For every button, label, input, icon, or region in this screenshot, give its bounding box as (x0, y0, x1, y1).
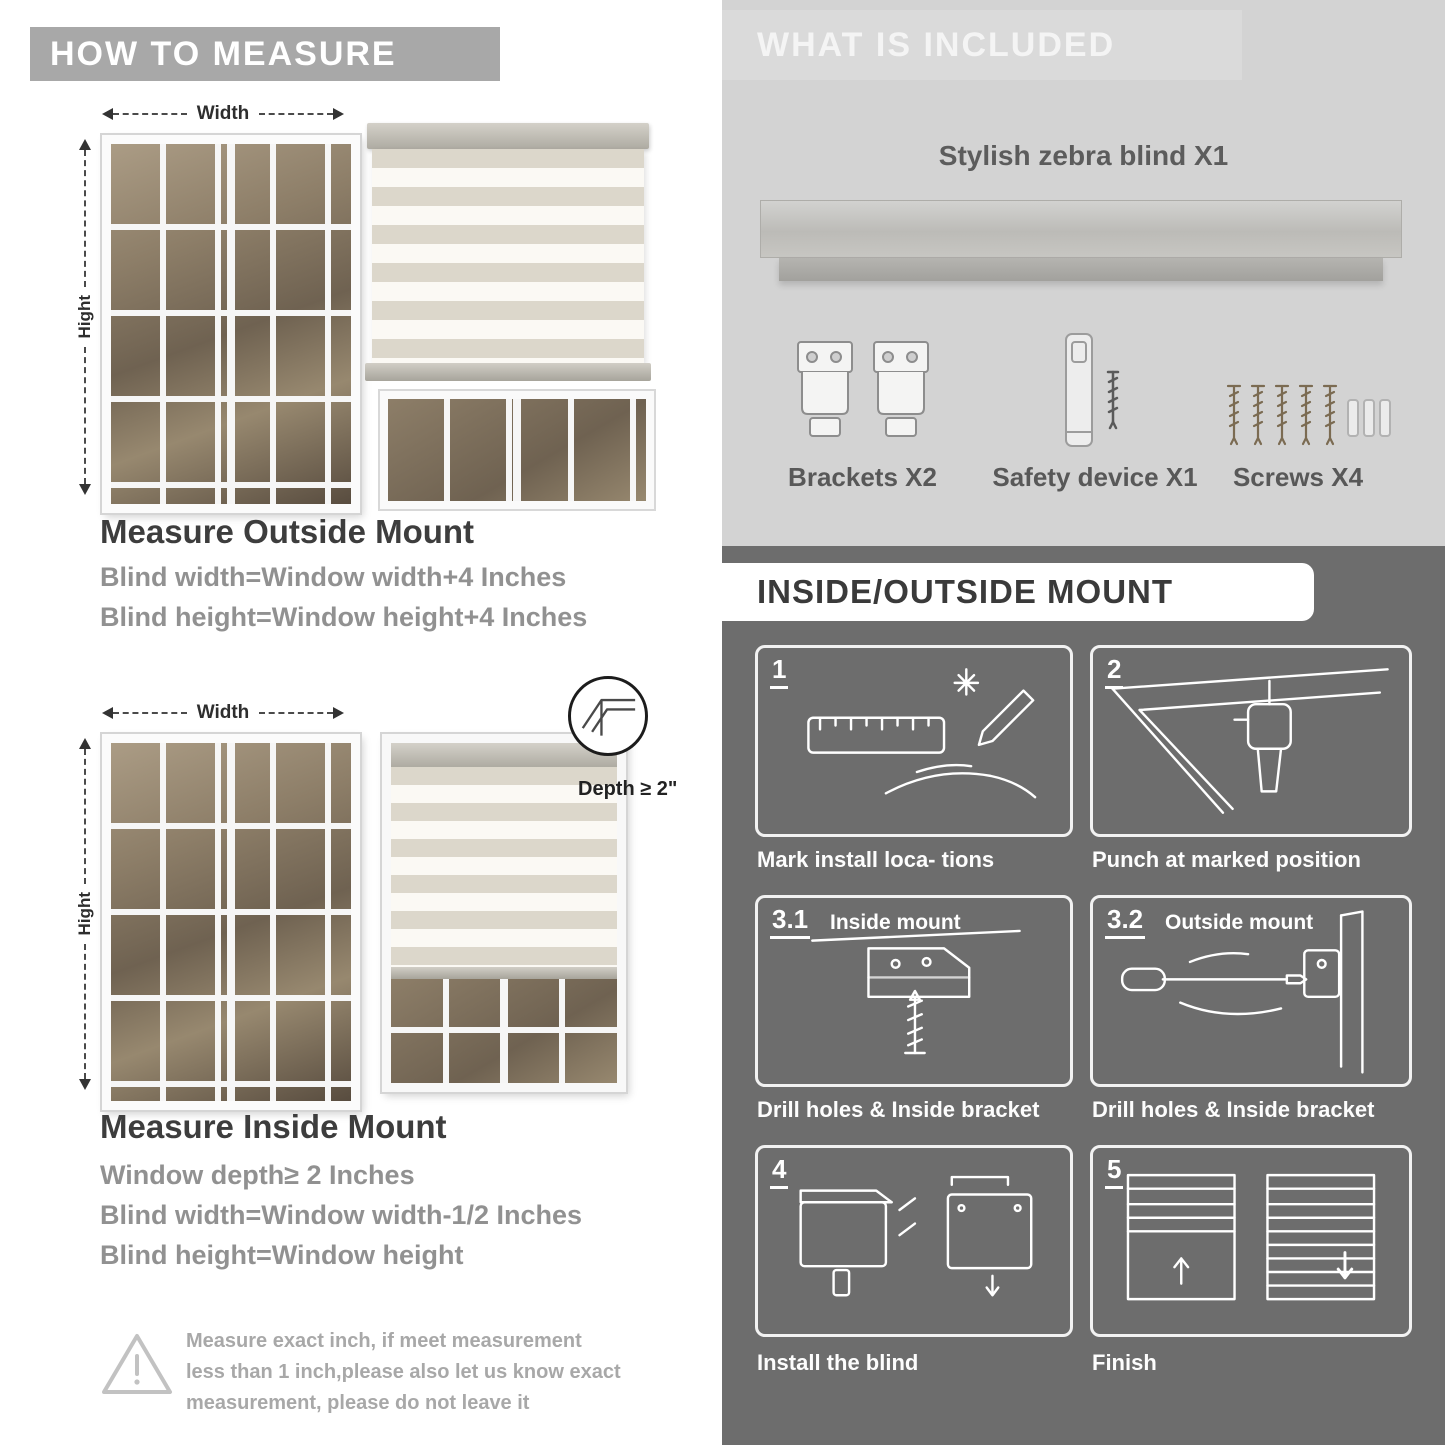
height-measure-arrow: Hight (74, 139, 96, 495)
window-corner-icon (581, 698, 636, 736)
mount-header-band: INSIDE/OUTSIDE MOUNT (722, 563, 1314, 621)
safety-device-label: Safety device X1 (992, 462, 1198, 492)
step-panel-1: 1 (755, 645, 1073, 837)
width-label: Width (196, 702, 250, 723)
included-header-band: WHAT IS INCLUDED (722, 10, 1242, 80)
step-caption-4: Install the blind (757, 1350, 919, 1375)
bracket-icon (873, 341, 929, 437)
warning-triangle-icon (102, 1334, 172, 1394)
width-measure-arrow: Width (102, 702, 344, 723)
inside-rule-depth: Window depth≥ 2 Inches (100, 1160, 415, 1190)
inside-bracket-illustration (811, 929, 1021, 1055)
arrowhead-down-icon (79, 484, 91, 495)
inside-mount-blind-illustration (382, 734, 626, 1092)
step-panel-3-1: 3.1 Inside mount (755, 895, 1073, 1087)
blind-stripes (372, 149, 644, 363)
width-measure-arrow: Width (102, 103, 344, 124)
height-measure-arrow: Hight (74, 738, 96, 1090)
step-caption-3-1: Drill holes & Inside bracket (757, 1097, 1040, 1122)
blind-stripes (391, 767, 617, 967)
outside-bracket-illustration (1120, 910, 1364, 1074)
how-to-measure-header: HOW TO MEASURE (30, 27, 500, 81)
inside-mount-heading: Measure Inside Mount (100, 1108, 447, 1145)
window-below-blind (380, 391, 654, 509)
zebra-blind-illustration (365, 123, 651, 381)
step-caption-2: Punch at marked position (1092, 847, 1361, 872)
blind-cassette (367, 123, 649, 149)
step-panel-3-2: 3.2 Outside mount (1090, 895, 1412, 1087)
step-number: 1 (770, 656, 789, 689)
step-number: 3.2 (1105, 906, 1146, 939)
blind-bottom-rail (391, 967, 617, 979)
window-photo (102, 734, 360, 1110)
outside-mount-figure: Width Hight (75, 103, 660, 513)
step-number: 5 (1105, 1156, 1124, 1189)
window-glass (111, 144, 351, 504)
height-label: Hight (75, 892, 94, 936)
step-panel-4: 4 (755, 1145, 1073, 1337)
depth-label: Depth ≥ 2" (578, 778, 678, 800)
screw-icon (1106, 370, 1120, 430)
height-label: Hight (75, 295, 94, 339)
arrowhead-up-icon (79, 738, 91, 749)
depth-detail-magnifier (568, 676, 648, 756)
inside-rule-width: Blind width=Window width-1/2 Inches (100, 1200, 583, 1230)
finish-blinds-illustration (1126, 1173, 1376, 1301)
mount-header: INSIDE/OUTSIDE MOUNT (757, 573, 1174, 610)
step-number: 3.1 (770, 906, 811, 939)
arrowhead-down-icon (79, 1079, 91, 1090)
step-title: Inside mount (830, 911, 961, 934)
step-panel-5: 5 (1090, 1145, 1412, 1337)
arrowhead-right-icon (333, 707, 344, 719)
arrowhead-right-icon (333, 108, 344, 120)
outside-rule-width: Blind width=Window width+4 Inches (100, 562, 567, 592)
step-caption-3-2: Drill holes & Inside bracket (1092, 1097, 1375, 1122)
window-glass (111, 743, 351, 1101)
width-label: Width (196, 103, 250, 124)
arrowhead-left-icon (102, 707, 113, 719)
window-photo (102, 135, 360, 513)
step-number: 2 (1105, 656, 1124, 689)
measure-warning-text: Measure exact inch, if meet measurement … (186, 1330, 621, 1414)
included-blind-label: Stylish zebra blind X1 (938, 140, 1229, 171)
outside-rule-height: Blind height=Window height+4 Inches (100, 602, 588, 632)
step-title: Outside mount (1165, 911, 1314, 934)
inside-rule-height: Blind height=Window height (100, 1240, 464, 1270)
screws-label: Screws X4 (1232, 462, 1364, 492)
arrowhead-left-icon (102, 108, 113, 120)
screws-and-anchors-icon (1226, 384, 1391, 446)
blind-cassette (391, 743, 617, 767)
step-caption-5: Finish (1092, 1350, 1157, 1375)
step-caption-1: Mark install loca- tions (757, 847, 995, 872)
safety-device-icon (1065, 333, 1093, 447)
install-blind-illustration (799, 1175, 1033, 1297)
inside-mount-figure: Width Hight Depth ≥ 2" (75, 676, 680, 1110)
included-header: WHAT IS INCLUDED (757, 25, 1116, 64)
drill-punch-illustration (1111, 668, 1389, 814)
outside-mount-heading: Measure Outside Mount (100, 513, 475, 550)
brackets-label: Brackets X2 (788, 462, 937, 492)
step-panel-2: 2 (1090, 645, 1412, 837)
blind-bottom-rail (365, 363, 651, 381)
mark-location-illustration (807, 668, 1037, 799)
bracket-icon (797, 341, 853, 437)
blind-headrail-valance (779, 258, 1383, 281)
blind-headrail-image (760, 200, 1402, 258)
arrowhead-up-icon (79, 139, 91, 150)
window-below-blind (391, 979, 617, 1083)
step-number: 4 (770, 1156, 789, 1189)
